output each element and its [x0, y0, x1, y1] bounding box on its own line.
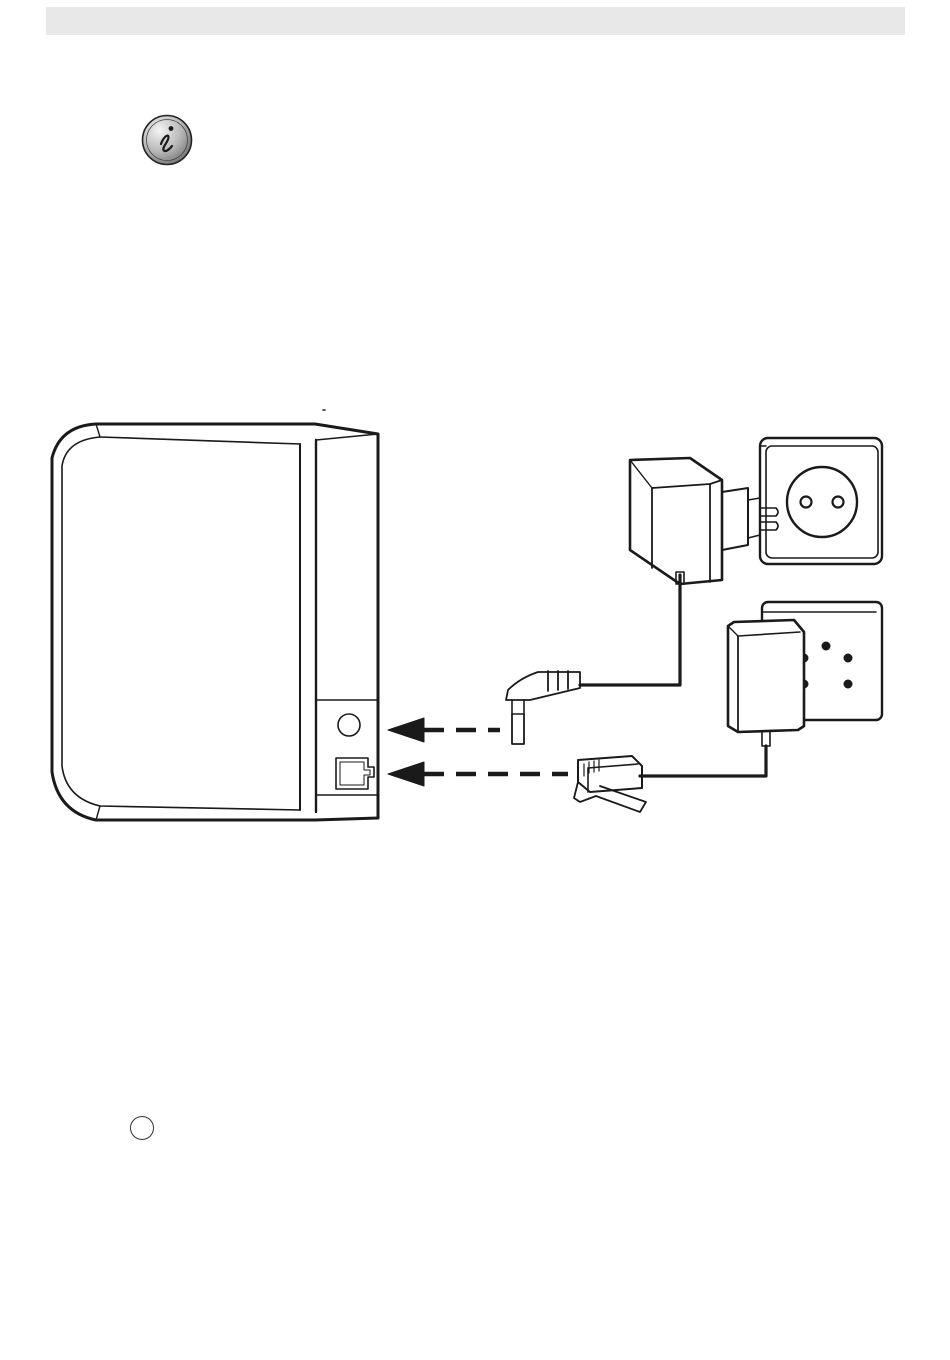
dc-power-socket [338, 714, 360, 736]
info-icon [140, 113, 194, 167]
header-bar [46, 7, 905, 35]
base-station [52, 410, 378, 820]
telephone-wall-adapter [728, 620, 804, 746]
circle-marker [130, 1116, 154, 1140]
power-adapter [630, 458, 722, 584]
telephone-line-socket [336, 758, 374, 789]
power-connection-arrow [388, 718, 500, 742]
wall-power-outlet [760, 438, 882, 564]
power-plug-connector [506, 671, 580, 744]
telephone-cable [640, 746, 766, 776]
line-connection-arrow [388, 762, 568, 786]
telephone-line-plug [574, 756, 646, 812]
connection-diagram [0, 400, 950, 840]
power-cable [580, 575, 680, 685]
power-plug-prongs [722, 488, 778, 550]
